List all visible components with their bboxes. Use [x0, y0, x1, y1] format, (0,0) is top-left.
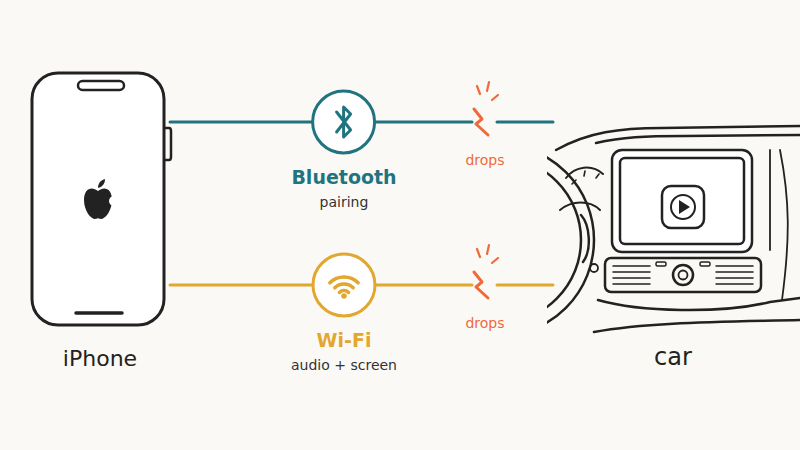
wifi-dot	[341, 293, 347, 299]
link-connector	[375, 245, 553, 298]
car-dashboard-drawing	[402, 126, 800, 336]
bluetooth-link: Bluetooth pairing	[286, 89, 401, 211]
link-note: audio + screen	[291, 357, 397, 375]
link-connector	[375, 82, 553, 135]
apple-logo	[84, 179, 119, 219]
device-label: iPhone	[63, 345, 137, 373]
edge-label: drops	[462, 152, 507, 170]
link-connector	[170, 122, 313, 123]
wifi-arc	[330, 277, 358, 283]
link-line	[375, 121, 553, 124]
break-mark	[474, 109, 488, 135]
break-mark	[474, 272, 488, 298]
link-icon	[286, 252, 402, 318]
link-connector	[170, 285, 313, 286]
bluetooth-symbol	[337, 107, 351, 137]
break-spark	[487, 82, 489, 91]
icon-circle	[313, 254, 375, 316]
link-line	[170, 121, 313, 124]
link-icon	[286, 89, 401, 155]
break-spark	[477, 86, 480, 94]
break-spark	[492, 95, 498, 100]
iphone-drawing	[32, 73, 171, 325]
link-line	[170, 284, 313, 287]
wifi-arc	[339, 291, 348, 293]
carplay-icon	[662, 186, 704, 228]
link-title: Bluetooth	[291, 166, 396, 190]
link-note: pairing	[320, 194, 369, 212]
car-unit: car	[553, 128, 793, 372]
phone-device: iPhone	[30, 70, 170, 372]
edge-label: drops	[462, 315, 507, 333]
icon-circle	[313, 91, 375, 153]
break-spark	[492, 258, 498, 263]
device-label: car	[654, 342, 692, 372]
link-title: Wi-Fi	[317, 329, 372, 353]
wifi-arc	[335, 284, 353, 288]
wifi-link: Wi-Fi audio + screen	[286, 252, 402, 374]
break-spark	[477, 249, 480, 257]
link-line	[375, 284, 553, 287]
break-spark	[487, 245, 489, 254]
